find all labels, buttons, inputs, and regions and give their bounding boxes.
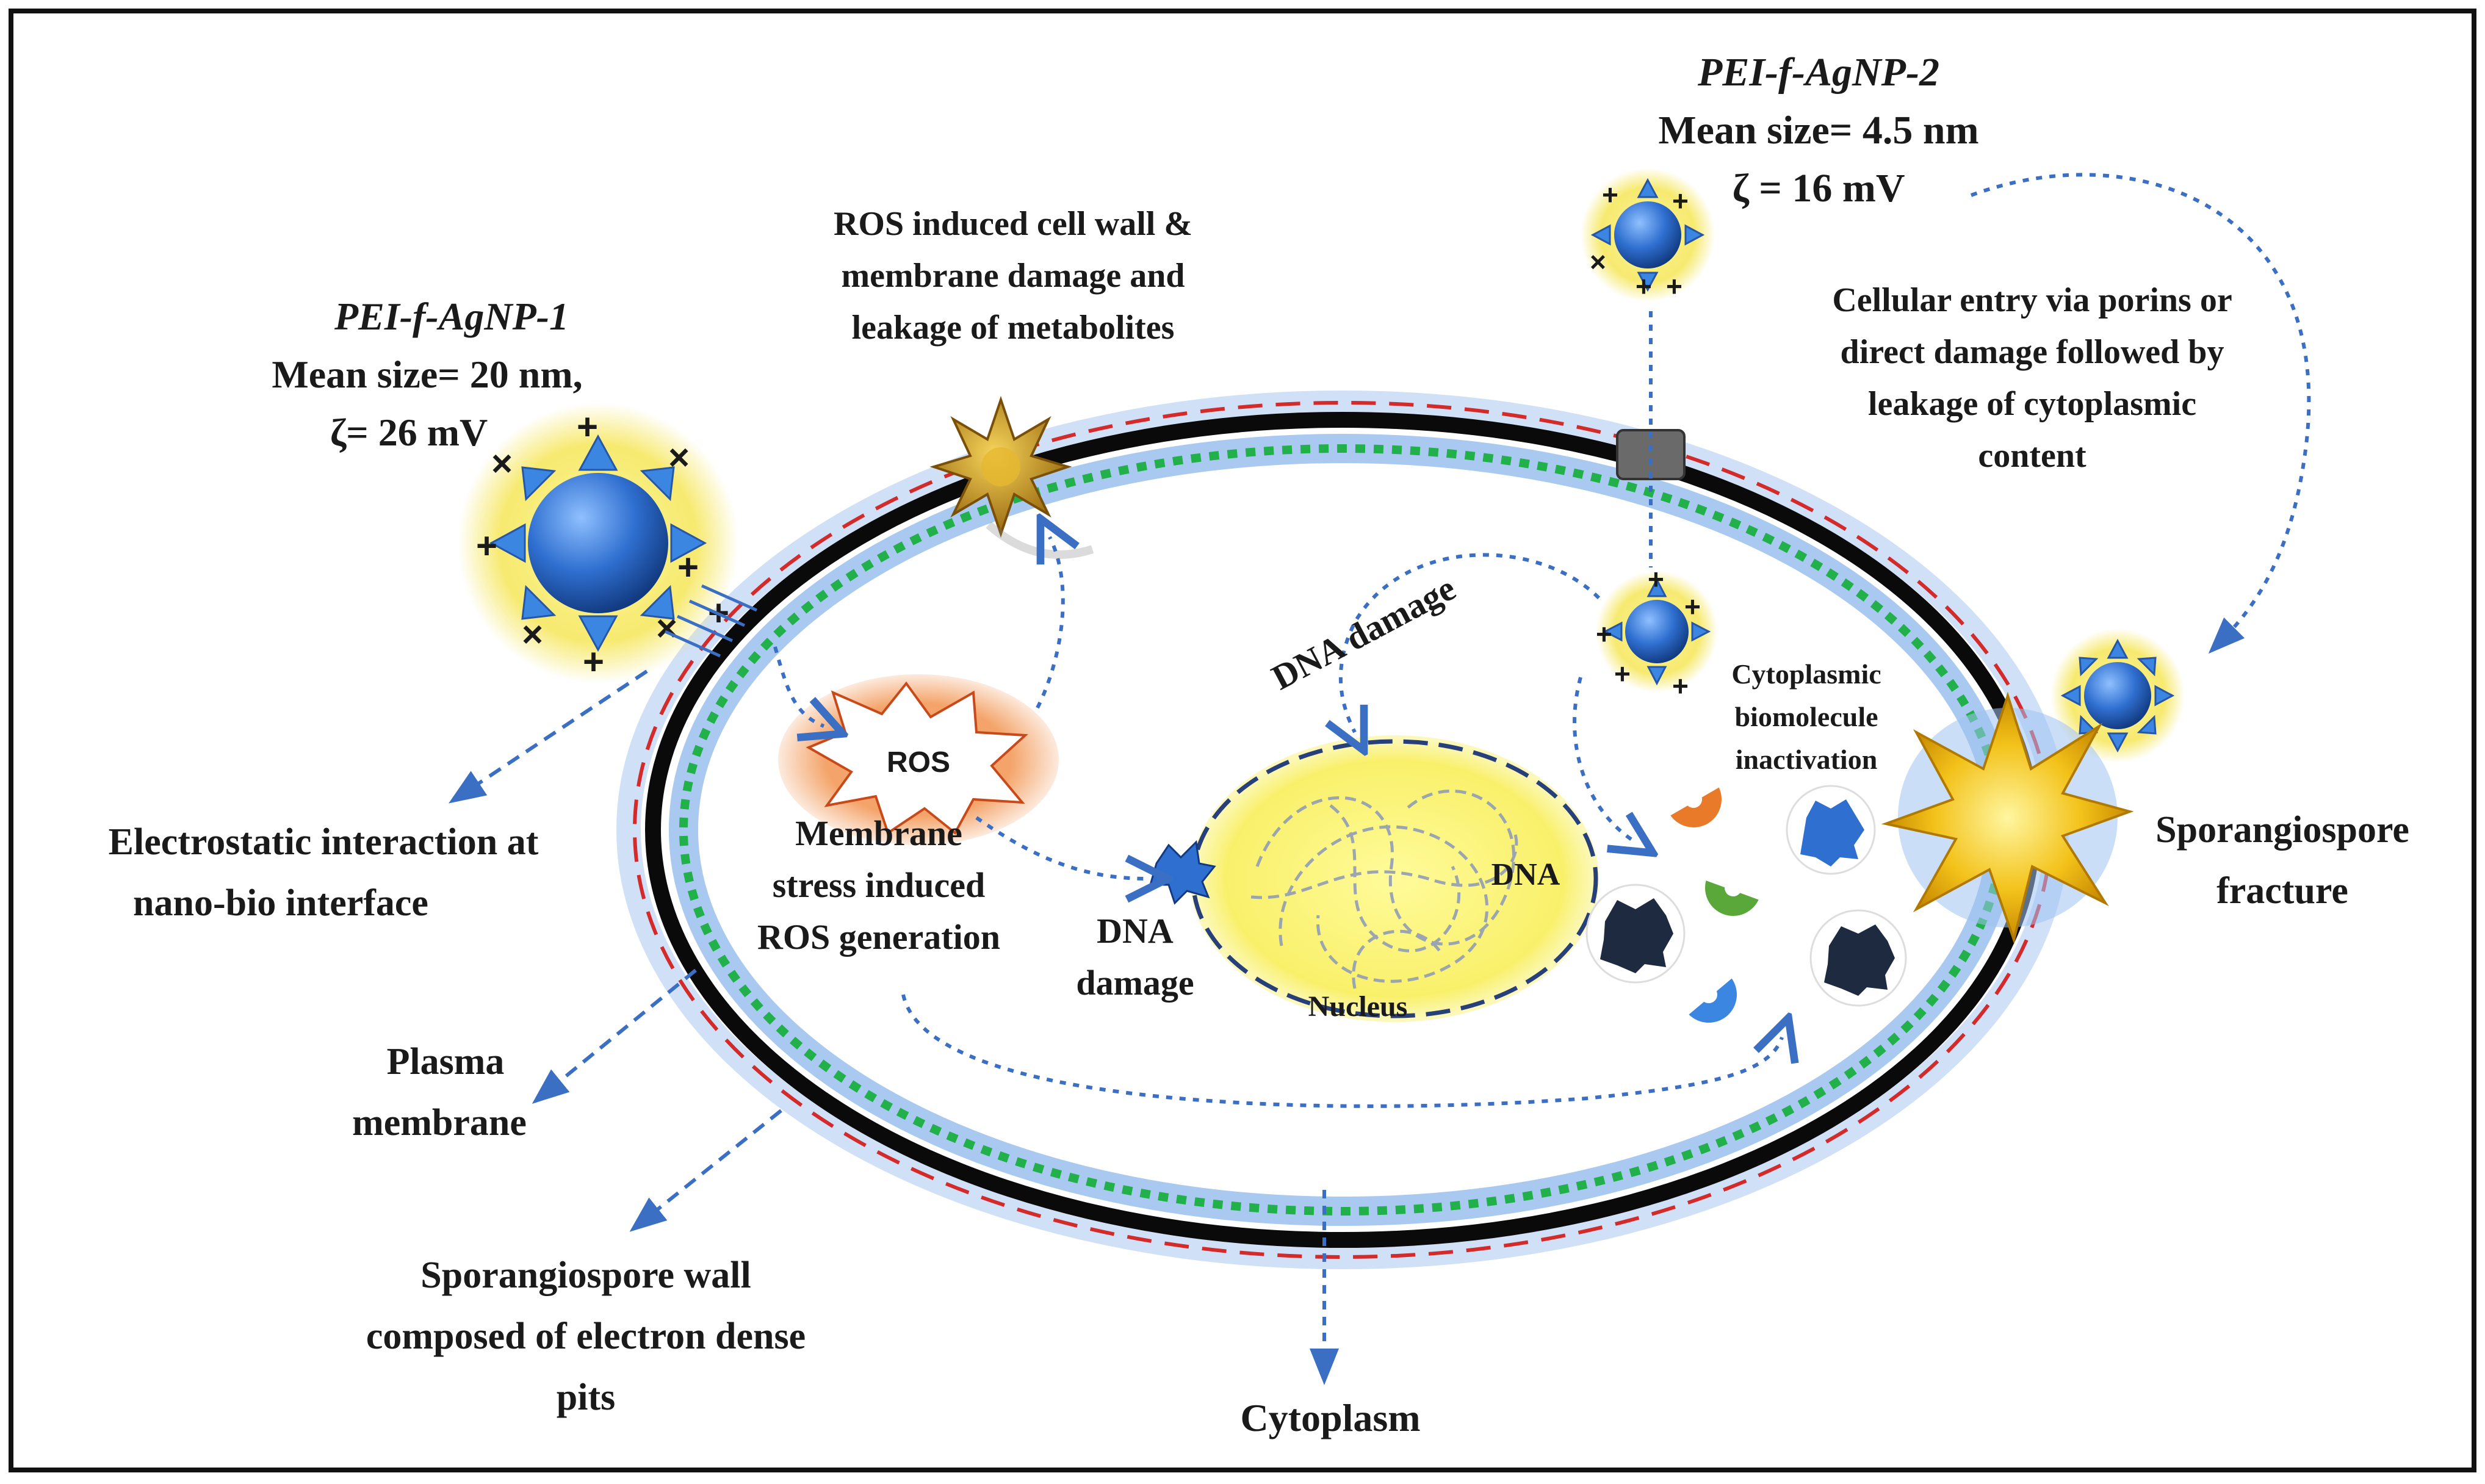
inactivated-protein-blue-icon bbox=[1786, 785, 1876, 875]
svg-text:Cytoplasmic: Cytoplasmic bbox=[1731, 658, 1881, 690]
electrostatic-caption: Electrostatic interaction at nano-bio in… bbox=[109, 821, 539, 924]
arrows bbox=[449, 173, 2311, 1385]
inactivated-protein-dark-left-icon bbox=[1585, 884, 1686, 984]
svg-text:leakage of cytoplasmic: leakage of cytoplasmic bbox=[1868, 385, 2196, 423]
svg-text:×: × bbox=[491, 443, 513, 484]
biomolecules bbox=[1585, 780, 1907, 1028]
agnp-fracture-icon bbox=[2050, 629, 2185, 763]
svg-text:membrane damage and: membrane damage and bbox=[841, 257, 1185, 295]
svg-text:+: + bbox=[1672, 670, 1689, 702]
svg-text:+: + bbox=[1596, 618, 1612, 650]
svg-text:Sporangiospore wall: Sporangiospore wall bbox=[420, 1255, 751, 1296]
arrow-dna-damage-loop bbox=[1341, 553, 1601, 732]
svg-text:content: content bbox=[1978, 437, 2086, 475]
arrow-ros-to-dna bbox=[975, 816, 1147, 879]
svg-text:direct damage followed by: direct damage followed by bbox=[1841, 333, 2224, 371]
interaction-lines bbox=[664, 584, 758, 658]
plasma-membrane-caption: Plasma membrane bbox=[352, 1041, 527, 1144]
svg-text:ROS generation: ROS generation bbox=[757, 917, 1000, 957]
svg-text:×: × bbox=[522, 614, 543, 655]
agnp2-size: Mean size= 4.5 nm bbox=[1658, 108, 1978, 153]
svg-text:+: + bbox=[1672, 185, 1689, 217]
ros-burst-icon: ROS bbox=[778, 674, 1059, 845]
cytoplasm-label: Cytoplasm bbox=[1240, 1396, 1420, 1439]
ros-damage-caption: ROS induced cell wall & membrane damage … bbox=[834, 205, 1192, 347]
svg-text:+: + bbox=[1636, 270, 1652, 302]
ros-damage-spike-icon bbox=[929, 395, 1072, 538]
arrow-electrostatic bbox=[449, 669, 648, 804]
arrow-np1-to-ros bbox=[773, 646, 824, 726]
cytoplasmic-inactivation-caption: Cytoplasmic biomolecule inactivation bbox=[1731, 658, 1881, 775]
svg-text:stress induced: stress induced bbox=[773, 865, 986, 905]
svg-text:nano-bio interface: nano-bio interface bbox=[133, 882, 428, 924]
biomolecule-orange-icon bbox=[1664, 780, 1726, 832]
spore-wall-caption: Sporangiospore wall composed of electron… bbox=[366, 1255, 806, 1418]
agnp2-particle-icon: + + × + + bbox=[1581, 168, 1715, 302]
arrow-np2-to-biomolecules bbox=[1573, 677, 1636, 842]
nucleus-label: Nucleus bbox=[1308, 990, 1408, 1023]
arrow-bottom-loop bbox=[901, 994, 1782, 1108]
arrow-np2-to-fracture bbox=[1970, 173, 2311, 654]
dna-label: DNA bbox=[1491, 857, 1560, 892]
svg-text:×: × bbox=[668, 437, 690, 478]
svg-text:pits: pits bbox=[557, 1377, 615, 1418]
dna-damage-bottom-caption: DNA damage bbox=[1076, 911, 1194, 1003]
svg-text:+: + bbox=[1602, 179, 1618, 211]
svg-text:+: + bbox=[1648, 563, 1664, 595]
dna-strands bbox=[1250, 789, 1518, 989]
svg-text:Cellular entry via porins or: Cellular entry via porins or bbox=[1832, 281, 2232, 319]
agnp2-name: PEI-f-AgNP-2 bbox=[1697, 50, 1939, 95]
svg-text:biomolecule: biomolecule bbox=[1734, 701, 1878, 732]
svg-text:Sporangiospore: Sporangiospore bbox=[2155, 809, 2409, 851]
svg-text:ROS induced cell wall &: ROS induced cell wall & bbox=[834, 205, 1192, 243]
svg-text:damage: damage bbox=[1076, 963, 1194, 1003]
svg-text:composed of electron dense: composed of electron dense bbox=[366, 1316, 806, 1357]
cellular-entry-caption: Cellular entry via porins or direct dama… bbox=[1832, 281, 2232, 475]
svg-text:fracture: fracture bbox=[2216, 870, 2348, 912]
biomolecule-green-icon bbox=[1700, 874, 1765, 921]
svg-text:DNA: DNA bbox=[1097, 911, 1174, 951]
svg-text:+: + bbox=[1614, 658, 1631, 690]
membrane-stress-caption: Membrane stress induced ROS generation bbox=[757, 813, 1000, 957]
agnp1-particle-icon: + × × + + + × + × bbox=[458, 403, 738, 683]
arrow-plasma-membrane bbox=[532, 968, 697, 1104]
svg-text:leakage of metabolites: leakage of metabolites bbox=[852, 309, 1175, 347]
biomolecule-blue-icon bbox=[1682, 971, 1742, 1028]
agnp2-internalized-icon: + + + + + bbox=[1596, 563, 1718, 702]
svg-text:+: + bbox=[1684, 591, 1701, 622]
svg-text:+: + bbox=[476, 525, 497, 566]
ros-label: ROS bbox=[887, 746, 950, 779]
svg-text:Electrostatic interaction at: Electrostatic interaction at bbox=[109, 821, 539, 863]
inactivated-protein-dark-right-icon bbox=[1809, 909, 1907, 1007]
agnp1-size: Mean size= 20 nm, bbox=[272, 353, 582, 396]
svg-text:Membrane: Membrane bbox=[795, 813, 962, 853]
svg-text:+: + bbox=[1666, 270, 1683, 302]
agnp2-zeta: ζ = 16 mV bbox=[1732, 166, 1905, 211]
arrow-spore-wall bbox=[629, 1109, 782, 1232]
fracture-caption: Sporangiospore fracture bbox=[2155, 809, 2409, 912]
svg-text:+: + bbox=[677, 547, 699, 588]
svg-text:×: × bbox=[656, 608, 677, 649]
svg-text:membrane: membrane bbox=[352, 1102, 527, 1144]
agnp1-name: PEI-f-AgNP-1 bbox=[334, 295, 569, 338]
agnp1-zeta: ζ= 26 mV bbox=[330, 411, 488, 454]
svg-text:+: + bbox=[583, 641, 604, 682]
svg-text:Plasma: Plasma bbox=[387, 1041, 505, 1082]
sporangiospore-fracture-burst-icon bbox=[1881, 691, 2134, 944]
svg-text:×: × bbox=[1590, 246, 1606, 278]
figure-frame bbox=[9, 9, 2476, 1472]
svg-text:+: + bbox=[577, 406, 598, 447]
svg-text:inactivation: inactivation bbox=[1736, 744, 1878, 775]
porin-channel bbox=[1616, 429, 1686, 480]
